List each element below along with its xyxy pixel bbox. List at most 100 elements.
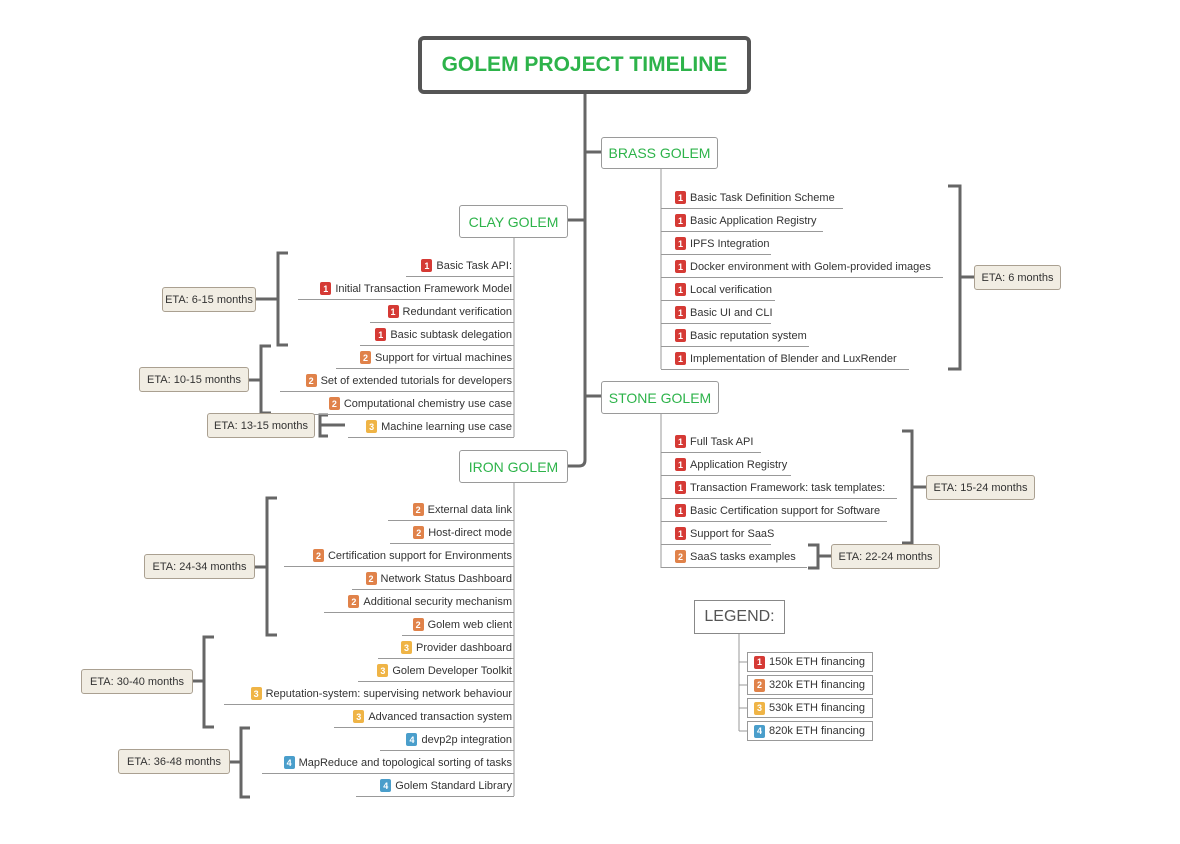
legend-label: 150k ETH financing [769,656,865,668]
milestone-underline [336,368,514,369]
milestone-label: Local verification [690,283,772,296]
priority-badge: 1 [421,259,433,272]
priority-badge: 2 [413,526,425,539]
priority-badge: 3 [377,664,389,677]
priority-badge: 1 [675,214,686,227]
priority-badge: 1 [675,352,686,365]
milestone-underline [280,391,514,392]
milestone-underline [370,322,514,323]
milestone-label: Transaction Framework: task templates: [690,481,886,494]
milestone-underline [348,437,514,438]
eta-badge: ETA: 10-15 months [139,367,249,392]
milestone-item: 1 Basic Task Definition Scheme [661,186,843,209]
milestone-label: Host-direct mode [428,526,512,539]
milestone-label: IPFS Integration [690,237,770,250]
legend-title: LEGEND: [694,600,785,634]
milestone-underline [661,567,807,568]
milestone-label: Basic UI and CLI [690,306,773,319]
priority-badge: 1 [675,237,686,250]
milestone-label: SaaS tasks examples [690,550,796,563]
legend-label: 320k ETH financing [769,679,865,691]
priority-badge: 1 [675,435,686,448]
milestone-label: Redundant verification [402,305,512,318]
milestone-label: Computational chemistry use case [343,397,512,410]
milestone-label: Basic Task API: [436,259,512,272]
milestone-underline [661,475,791,476]
milestone-label: Machine learning use case [381,420,512,433]
priority-badge: 1 [675,191,686,204]
milestone-label: Golem Standard Library [395,779,512,792]
milestone-underline [360,345,514,346]
eta-badge: ETA: 36-48 months [118,749,230,774]
milestone-label: Basic reputation system [690,329,807,342]
priority-badge: 2 [412,503,424,516]
priority-badge: 2 [360,351,372,364]
milestone-underline [406,276,514,277]
priority-badge: 2 [754,678,765,692]
eta-badge: ETA: 6-15 months [162,287,256,312]
milestone-item: 1 Transaction Framework: task templates: [661,476,897,499]
priority-badge: 3 [250,687,262,700]
eta-badge: ETA: 24-34 months [144,554,255,579]
milestone-underline [661,323,771,324]
milestone-label: Basic Certification support for Software [690,504,881,517]
legend-item: 2 320k ETH financing [747,675,873,695]
milestone-underline [661,346,809,347]
milestone-label: Golem Developer Toolkit [392,664,512,677]
priority-badge: 3 [754,701,765,715]
milestone-item: 1 IPFS Integration [661,232,771,255]
priority-badge: 1 [675,481,686,494]
milestone-label: Additional security mechanism [363,595,512,608]
priority-badge: 2 [305,374,317,387]
milestone-underline [356,796,514,797]
legend-label: 530k ETH financing [769,702,865,714]
milestone-label: Golem web client [427,618,512,631]
stone-golem-node: STONE GOLEM [601,381,719,414]
milestone-label: Certification support for Environments [327,549,512,562]
milestone-label: Basic Task Definition Scheme [690,191,835,204]
milestone-underline [298,299,514,300]
legend-item: 3 530k ETH financing [747,698,873,718]
priority-badge: 1 [675,527,686,540]
legend-label: 820k ETH financing [769,725,865,737]
milestone-underline [661,544,771,545]
milestone-underline [661,498,897,499]
milestone-underline [390,543,514,544]
milestone-underline [661,254,771,255]
milestone-underline [661,208,843,209]
milestone-underline [661,521,887,522]
milestone-underline [380,750,514,751]
milestone-underline [402,635,514,636]
milestone-label: Advanced transaction system [368,710,512,723]
priority-badge: 1 [675,458,686,471]
eta-badge: ETA: 6 months [974,265,1061,290]
priority-badge: 2 [412,618,424,631]
eta-badge: ETA: 13-15 months [207,413,315,438]
priority-badge: 1 [675,260,686,273]
milestone-underline [352,589,514,590]
